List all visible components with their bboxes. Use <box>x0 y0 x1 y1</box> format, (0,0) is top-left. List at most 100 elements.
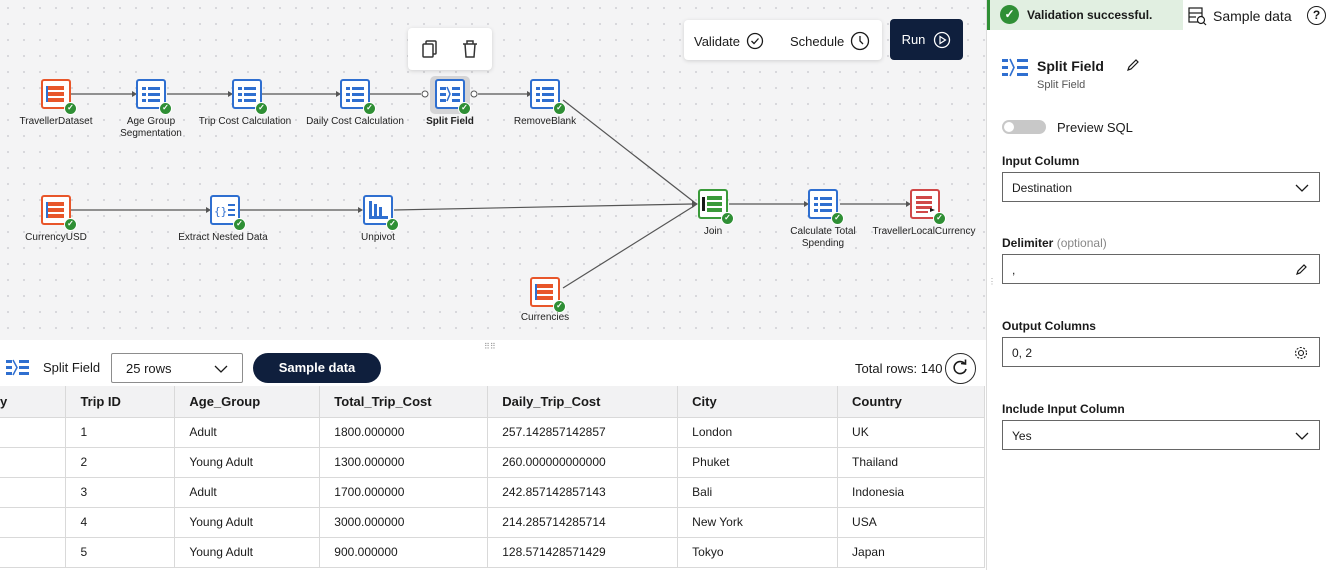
column-header[interactable]: Country <box>837 386 985 418</box>
help-icon[interactable]: ? <box>1307 6 1326 25</box>
table-cell: Phuket <box>677 447 839 478</box>
success-check-icon: ✓ <box>363 102 376 115</box>
success-check-icon: ✓ <box>553 300 566 313</box>
table-cell: 3 <box>65 477 176 508</box>
svg-text:{}: {} <box>214 205 227 218</box>
node-remove-blank[interactable]: ✓ <box>530 79 566 115</box>
chevron-down-icon <box>214 365 228 373</box>
include-input-column-value: Yes <box>1012 429 1032 443</box>
json-icon: {} <box>214 204 235 218</box>
run-button[interactable]: Run <box>890 19 963 60</box>
node-age-group-segmentation[interactable]: ✓ <box>136 79 172 115</box>
sample-data-link[interactable]: Sample data <box>1187 6 1292 26</box>
node-label: Join <box>703 226 723 237</box>
table-cell: USA <box>837 507 985 538</box>
table-cell: Young Adult <box>174 537 321 568</box>
rows-select-value: 25 rows <box>126 361 172 376</box>
table-cell: 214.285714285714 <box>487 507 679 538</box>
table-cell: Japan <box>837 537 985 568</box>
node-currency-usd[interactable]: ✓ <box>41 195 77 231</box>
table-cell <box>0 477 67 508</box>
delimiter-field[interactable]: , <box>1002 254 1320 284</box>
table-cell: 900.000000 <box>319 537 489 568</box>
pipeline-edges <box>71 90 911 289</box>
sample-data-button[interactable]: Sample data <box>253 353 381 383</box>
table-row: 1 Adult 1800.000000 257.142857142857 Lon… <box>0 417 985 448</box>
node-label: Age Group Segmentation <box>120 116 182 139</box>
join-icon <box>702 196 722 212</box>
node-calculate-total-spending[interactable]: ✓ <box>808 189 844 225</box>
column-header[interactable]: Age_Group <box>174 386 321 418</box>
pipeline-canvas[interactable]: ✓ TravellerDataset ✓ Age Group Segmentat… <box>0 0 986 340</box>
node-label: Extract Nested Data <box>178 232 268 243</box>
node-traveller-dataset[interactable]: ✓ <box>41 79 77 115</box>
total-rows: Total rows: 140 <box>855 361 943 376</box>
node-label: TravellerLocalCurrency <box>872 226 976 237</box>
toast-message: Validation successful. <box>1027 8 1153 22</box>
pencil-icon[interactable] <box>1125 57 1141 73</box>
gear-icon[interactable] <box>1293 345 1309 361</box>
include-input-column-select[interactable]: Yes <box>1002 420 1320 450</box>
copy-icon[interactable] <box>419 38 441 60</box>
node-label: TravellerDataset <box>19 116 93 127</box>
input-column-label: Input Column <box>1002 154 1080 168</box>
table-cell: 4 <box>65 507 176 538</box>
column-header[interactable]: Trip ID <box>65 386 176 418</box>
table-cell: 2 <box>65 447 176 478</box>
table-cell <box>0 447 67 478</box>
success-check-icon: ✓ <box>553 102 566 115</box>
node-daily-cost-calculation[interactable]: ✓ <box>340 79 376 115</box>
node-label: RemoveBlank <box>513 116 577 127</box>
success-check-icon: ✓ <box>458 102 471 115</box>
node-currencies[interactable]: ✓ <box>530 277 566 313</box>
transform-icon <box>142 87 160 102</box>
table-cell: 1300.000000 <box>319 447 489 478</box>
sample-data-link-label: Sample data <box>1213 8 1292 24</box>
resize-handle-horizontal[interactable]: ⠿⠿ <box>484 342 496 351</box>
column-header[interactable]: City <box>677 386 839 418</box>
panel-subtitle: Split Field <box>1037 79 1086 91</box>
validate-button[interactable]: Validate <box>694 32 764 50</box>
success-check-icon: ✓ <box>831 212 844 225</box>
table-cell <box>0 417 67 448</box>
column-header[interactable]: Daily_Trip_Cost <box>487 386 679 418</box>
node-trip-cost-calculation[interactable]: ✓ <box>232 79 268 115</box>
table-row: 4 Young Adult 3000.000000 214.2857142857… <box>0 507 985 538</box>
node-label: Currencies <box>520 312 570 323</box>
node-label: CurrencyUSD <box>25 232 87 243</box>
refresh-button[interactable] <box>945 353 976 384</box>
schedule-button[interactable]: Schedule <box>790 31 870 51</box>
table-cell: Tokyo <box>677 537 839 568</box>
output-columns-field[interactable]: 0, 2 <box>1002 337 1320 367</box>
check-circle-icon <box>746 32 764 50</box>
table-cell: Young Adult <box>174 507 321 538</box>
input-column-select[interactable]: Destination <box>1002 172 1320 202</box>
validate-label: Validate <box>694 33 741 49</box>
node-join[interactable]: ✓ <box>698 189 734 225</box>
resize-handle-vertical[interactable]: ⋮ <box>988 277 996 286</box>
node-traveller-local-currency[interactable]: ✓ <box>910 189 946 225</box>
delimiter-label-text: Delimiter <box>1002 236 1054 250</box>
transform-icon <box>814 197 832 212</box>
column-header[interactable]: y <box>0 386 67 418</box>
table-cell: Bali <box>677 477 839 508</box>
success-check-icon: ✓ <box>255 102 268 115</box>
table-cell: UK <box>837 417 985 448</box>
config-panel: ✓ Validation successful. Sample data ? S… <box>986 0 1334 570</box>
node-unpivot[interactable]: ✓ <box>363 195 399 231</box>
delimiter-label: Delimiter (optional) <box>1002 236 1107 250</box>
preview-sql-toggle[interactable] <box>1002 120 1046 134</box>
check-circle-icon: ✓ <box>1000 5 1019 24</box>
pencil-icon <box>1296 264 1307 275</box>
trash-icon[interactable] <box>459 38 481 60</box>
chevron-down-icon <box>1295 184 1309 192</box>
column-header[interactable]: Total_Trip_Cost <box>319 386 489 418</box>
node-extract-nested-data[interactable]: {} ✓ <box>210 195 246 231</box>
output-columns-label: Output Columns <box>1002 319 1096 333</box>
transform-icon <box>346 87 364 102</box>
table-cell <box>0 537 67 568</box>
delimiter-value: , <box>1012 263 1016 277</box>
node-label: Unpivot <box>361 232 395 243</box>
rows-select[interactable]: 25 rows <box>111 353 243 383</box>
node-split-field[interactable]: ✓ <box>435 79 471 115</box>
